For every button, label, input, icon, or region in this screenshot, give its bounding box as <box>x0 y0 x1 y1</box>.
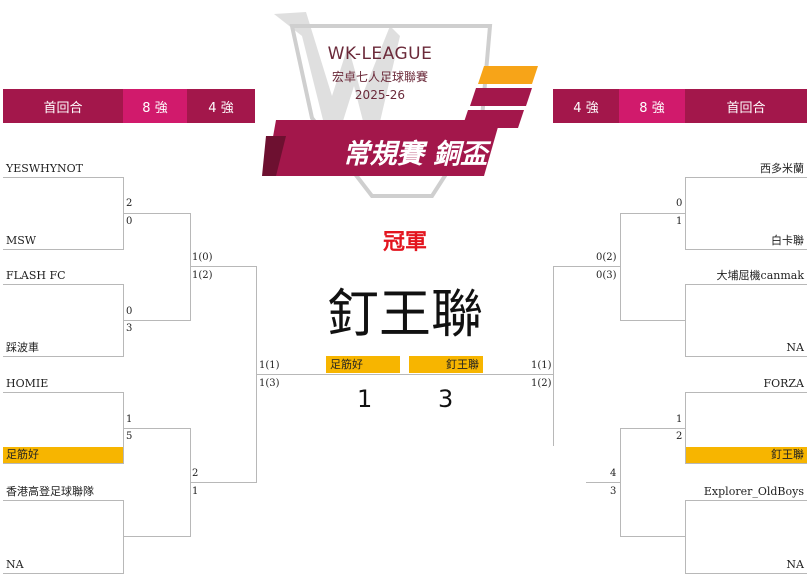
score: 0(3) <box>596 270 617 281</box>
bracket-line <box>685 284 807 285</box>
final-line <box>256 374 553 375</box>
bracket-line <box>586 482 620 483</box>
champion-label: 冠軍 <box>382 230 427 255</box>
right-round-bar: 4 強 8 強 首回合 <box>553 89 807 123</box>
bracket-line <box>123 213 190 214</box>
team-slot: 大埔屈機canmak <box>716 269 804 282</box>
bracket-line <box>3 249 123 250</box>
team-slot: FLASH FC <box>6 269 66 282</box>
right-round-sf: 4 強 <box>553 89 619 123</box>
score: 0 <box>126 216 133 227</box>
team-slot: NA <box>786 558 804 571</box>
team-slot: 香港高登足球聯隊 <box>6 485 94 498</box>
score: 1 <box>676 216 683 227</box>
score: 5 <box>126 431 133 442</box>
score: 1(0) <box>192 252 213 263</box>
bracket-line <box>123 536 190 537</box>
bracket-line <box>123 320 190 321</box>
bracket-line <box>3 463 123 464</box>
score: 1(2) <box>192 270 213 281</box>
score: 1(3) <box>259 378 280 389</box>
right-round-first: 首回合 <box>685 89 807 123</box>
bracket-line <box>620 536 685 537</box>
team-slot: YESWHYNOT <box>6 162 83 175</box>
bracket-line <box>190 266 256 267</box>
score: 3 <box>610 486 617 497</box>
logo-banner-text: 常規賽 銅盃 <box>342 139 488 170</box>
bracket-line <box>123 428 190 429</box>
left-round-first: 首回合 <box>3 89 123 123</box>
score: 2 <box>192 468 199 479</box>
logo-line1: WK-LEAGUE <box>327 44 433 64</box>
left-round-bar: 首回合 8 強 4 強 <box>3 89 255 123</box>
score: 1(1) <box>259 360 280 371</box>
final-right-team: 釘王聯 <box>409 356 483 373</box>
logo-line3: 2025-26 <box>354 88 406 102</box>
score: 1(1) <box>531 360 552 371</box>
team-slot: HOMIE <box>6 377 49 390</box>
score: 0 <box>126 306 133 317</box>
left-round-sf: 4 強 <box>187 89 255 123</box>
bracket-line <box>553 266 554 446</box>
left-round-qf: 8 強 <box>123 89 187 123</box>
bracket-line <box>3 573 123 574</box>
team-slot: NA <box>6 558 24 571</box>
score: 4 <box>610 468 617 479</box>
bracket-line <box>685 500 807 501</box>
bracket-line <box>685 463 807 464</box>
score: 1 <box>676 414 683 425</box>
bracket-line <box>620 320 685 321</box>
final-left-team: 足筋好 <box>326 356 400 373</box>
score: 0(2) <box>596 252 617 263</box>
score: 1(2) <box>531 378 552 389</box>
team-slot: MSW <box>6 234 37 247</box>
bracket-line <box>553 266 620 267</box>
team-slot: NA <box>786 341 804 354</box>
final-right-score: 3 <box>438 385 454 413</box>
bracket-line <box>685 500 686 574</box>
logo-emblem <box>262 12 538 198</box>
bracket-line <box>620 213 621 321</box>
score: 2 <box>676 431 683 442</box>
bracket-line <box>123 500 124 574</box>
right-round-qf: 8 強 <box>619 89 685 123</box>
bracket-line <box>190 213 191 321</box>
team-slot: 白卡聯 <box>771 234 804 247</box>
champion-name: 釘王聯 <box>326 285 483 345</box>
final-left-score: 1 <box>357 385 373 413</box>
bracket-line <box>3 356 123 357</box>
bracket-line <box>3 284 123 285</box>
team-slot: FORZA <box>763 377 804 390</box>
bracket-line <box>3 177 123 178</box>
bracket-line <box>620 428 621 537</box>
bracket-line <box>685 392 686 464</box>
team-slot: Explorer_OldBoys <box>703 485 804 498</box>
team-slot: 西多米蘭 <box>760 162 804 175</box>
bracket-line <box>620 213 685 214</box>
bracket-line <box>685 392 807 393</box>
score: 0 <box>676 198 683 209</box>
bracket-line <box>685 177 807 178</box>
bracket-line <box>3 500 123 501</box>
team-slot-winner: 足筋好 <box>3 447 123 463</box>
logo-line2: 宏卓七人足球聯賽 <box>331 70 428 84</box>
bracket-line <box>3 392 123 393</box>
score: 1 <box>126 414 133 425</box>
bracket-line <box>685 177 686 250</box>
bracket-line <box>190 482 256 483</box>
bracket-line <box>620 428 685 429</box>
bracket-line <box>685 573 807 574</box>
team-slot-winner: 釘王聯 <box>685 447 807 463</box>
bracket-line <box>685 356 807 357</box>
team-slot: 踩波車 <box>6 341 39 354</box>
score: 3 <box>126 323 133 334</box>
score: 1 <box>192 486 199 497</box>
bracket-line <box>685 249 807 250</box>
bracket-line <box>685 284 686 357</box>
score: 2 <box>126 198 133 209</box>
